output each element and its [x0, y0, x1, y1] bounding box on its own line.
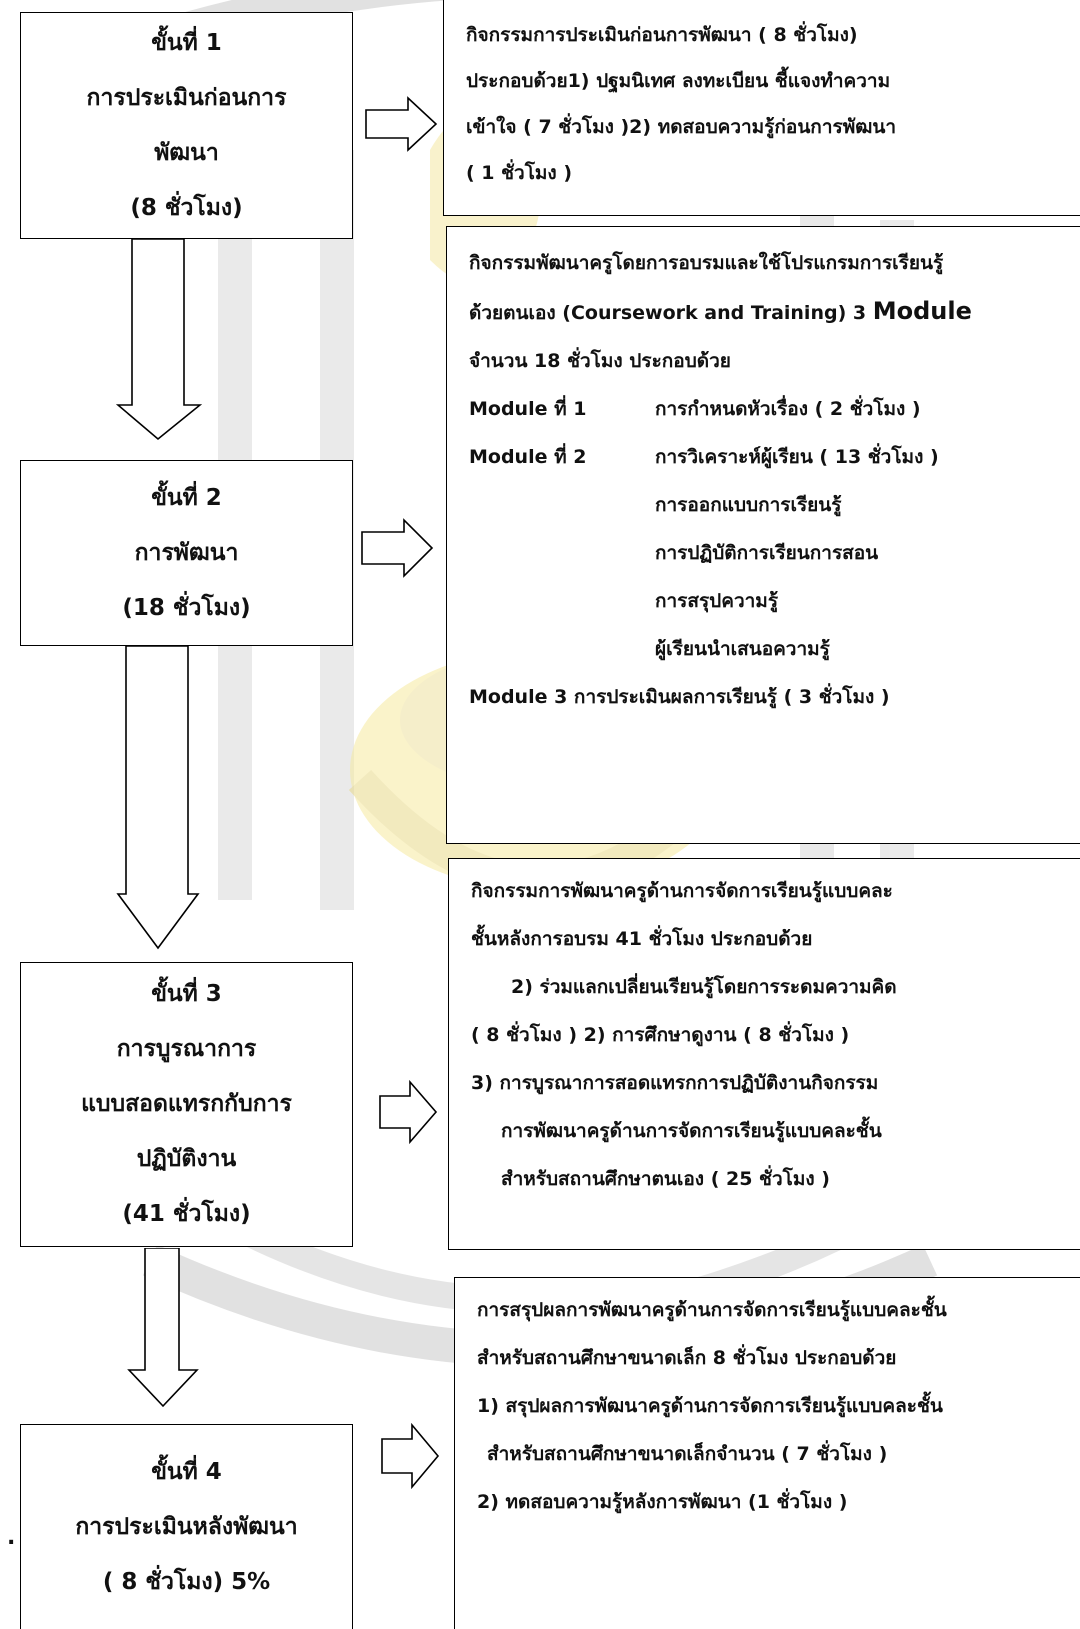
step-1-detail-line3: เข้าใจ ( 7 ชั่วโมง )2) ทดสอบความรู้ก่อนก…: [466, 116, 897, 138]
step-1-hours: (8 ชั่วโมง): [130, 194, 243, 221]
step-3-detail-line7: สำหรับสถานศึกษาตนเอง ( 25 ชั่วโมง ): [501, 1168, 830, 1190]
step-4-detail-line2: สำหรับสถานศึกษาขนาดเล็ก 8 ชั่วโมง ประกอบ…: [477, 1347, 897, 1369]
step-3-name-line1: การบูรณาการ: [116, 1036, 257, 1062]
step-3-hours: (41 ชั่วโมง): [122, 1201, 251, 1227]
step-1-detail-line1: กิจกรรมการประเมินก่อนการพัฒนา ( 8 ชั่วโม…: [466, 24, 858, 46]
step-4-detail-box: การสรุปผลการพัฒนาครูด้านการจัดการเรียนรู…: [454, 1277, 1080, 1629]
step-3-detail-line6: การพัฒนาครูด้านการจัดการเรียนรู้แบบคละชั…: [501, 1120, 882, 1142]
step-4-detail-line1: การสรุปผลการพัฒนาครูด้านการจัดการเรียนรู…: [477, 1299, 947, 1321]
module-1-key: Module ที่ 1: [469, 398, 587, 420]
step-3-detail-box: กิจกรรมการพัฒนาครูด้านการจัดการเรียนรู้แ…: [448, 858, 1080, 1250]
arrow-right-step-1: [365, 96, 438, 152]
module-2-key: Module ที่ 2: [469, 446, 587, 468]
step-3-name-line3: ปฏิบัติงาน: [136, 1146, 237, 1172]
step-1-detail-box: กิจกรรมการประเมินก่อนการพัฒนา ( 8 ชั่วโม…: [443, 0, 1080, 216]
step-4-detail-line3: 1) สรุปผลการพัฒนาครูด้านการจัดการเรียนรู…: [477, 1395, 943, 1417]
step-2-detail-line2: ด้วยตนเอง (Coursework and Training) 3 Mo…: [469, 287, 1070, 337]
step-3-detail-line3: 2) ร่วมแลกเปลี่ยนเรียนรู้โดยการระดมความค…: [511, 976, 897, 998]
step-1-name-line2: พัฒนา: [154, 139, 219, 166]
module-2-sub3: การสรุปความรู้: [655, 590, 779, 612]
step-2-detail-line3: จำนวน 18 ชั่วโมง ประกอบด้วย: [469, 350, 731, 372]
module-1-value: การกำหนดหัวเรื่อง ( 2 ชั่วโมง ): [655, 398, 921, 420]
step-1-title: ขั้นที่ 1: [151, 29, 222, 56]
arrow-right-step-3: [379, 1080, 438, 1144]
step-2-detail-line2b: Module: [872, 297, 972, 325]
step-2-hours: (18 ชั่วโมง): [122, 594, 251, 621]
step-1-detail-line2: ประกอบด้วย1) ปฐมนิเทศ ลงทะเบียน ชี้แจงทำ…: [466, 70, 891, 92]
step-3-detail-line2: ชั้นหลังการอบรม 41 ชั่วโมง ประกอบด้วย: [471, 928, 813, 950]
step-1-name-line1: การประเมินก่อนการ: [86, 84, 287, 111]
arrow-down-step-2-3: [116, 646, 200, 950]
step-1-box: ขั้นที่ 1 การประเมินก่อนการ พัฒนา (8 ชั่…: [20, 12, 353, 239]
step-3-title: ขั้นที่ 3: [151, 981, 222, 1007]
step-2-title: ขั้นที่ 2: [151, 484, 222, 511]
step-2-box: ขั้นที่ 2 การพัฒนา (18 ชั่วโมง): [20, 460, 353, 646]
module-2-sub4: ผู้เรียนนำเสนอความรู้: [655, 638, 830, 660]
step-4-box: ขั้นที่ 4 การประเมินหลังพัฒนา ( 8 ชั่วโม…: [20, 1424, 353, 1629]
step-2-detail-box: กิจกรรมพัฒนาครูโดยการอบรมและใช้โปรแกรมกา…: [446, 226, 1080, 844]
step-3-name-line2: แบบสอดแทรกกับการ: [81, 1091, 292, 1117]
step-3-detail-line1: กิจกรรมการพัฒนาครูด้านการจัดการเรียนรู้แ…: [471, 880, 893, 902]
module-1-row: Module ที่ 1 การกำหนดหัวเรื่อง ( 2 ชั่วโม…: [469, 385, 1070, 433]
step-4-hours: ( 8 ชั่วโมง) 5%: [102, 1568, 271, 1595]
step-2-name: การพัฒนา: [134, 539, 239, 566]
step-3-detail-line5: 3) การบูรณาการสอดแทรกการปฏิบัติงานกิจกรร…: [471, 1072, 879, 1094]
stray-dot: .: [7, 1525, 16, 1550]
module-2-row: Module ที่ 2 การวิเคราะห์ผู้เรียน ( 13 ชั…: [469, 433, 1070, 481]
module-3-row: Module 3 การประเมินผลการเรียนรู้ ( 3 ชั่…: [469, 686, 890, 708]
step-4-detail-line5: 2) ทดสอบความรู้หลังการพัฒนา (1 ชั่วโมง ): [477, 1491, 848, 1513]
module-2-sub1: การออกแบบการเรียนรู้: [655, 494, 842, 516]
arrow-right-step-2: [361, 518, 434, 578]
arrow-down-step-1-2: [116, 239, 202, 441]
step-1-detail-line4: ( 1 ชั่วโมง ): [466, 162, 573, 184]
step-4-title: ขั้นที่ 4: [151, 1458, 222, 1485]
arrow-right-step-4: [381, 1423, 440, 1489]
module-2-value: การวิเคราะห์ผู้เรียน ( 13 ชั่วโมง ): [655, 446, 939, 468]
step-4-name: การประเมินหลังพัฒนา: [75, 1513, 298, 1540]
module-2-sub2: การปฏิบัติการเรียนการสอน: [655, 542, 879, 564]
step-3-detail-line4: ( 8 ชั่วโมง ) 2) การศึกษาดูงาน ( 8 ชั่วโ…: [471, 1024, 850, 1046]
step-2-detail-line2a: ด้วยตนเอง (Coursework and Training) 3: [469, 302, 867, 324]
step-2-detail-line1: กิจกรรมพัฒนาครูโดยการอบรมและใช้โปรแกรมกา…: [469, 252, 944, 274]
step-4-detail-line4: สำหรับสถานศึกษาขนาดเล็กจำนวน ( 7 ชั่วโมง…: [487, 1443, 888, 1465]
arrow-down-step-3-4: [127, 1248, 199, 1408]
step-3-box: ขั้นที่ 3 การบูรณาการ แบบสอดแทรกกับการ ป…: [20, 962, 353, 1247]
